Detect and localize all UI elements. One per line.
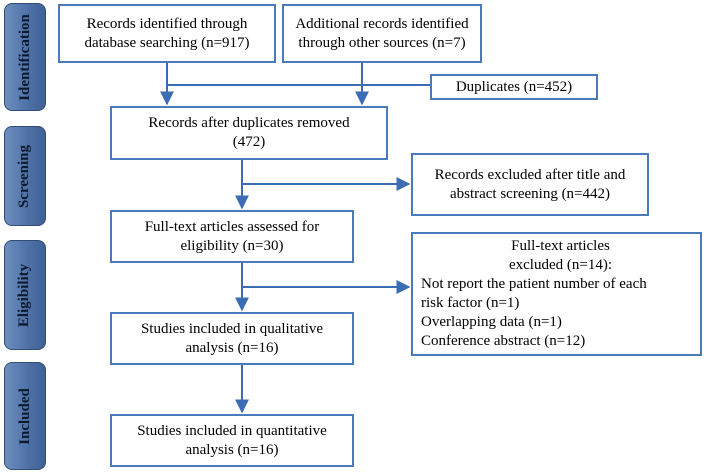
box-other-sources: Additional records identified through ot… bbox=[282, 4, 482, 63]
box-excluded-full-text: Full-text articles excluded (n=14): Not … bbox=[411, 232, 702, 356]
box-full-text-assessed: Full-text articles assessed for eligibil… bbox=[110, 210, 354, 263]
box-qualitative: Studies included in qualitative analysis… bbox=[110, 312, 354, 365]
box-database-records: Records identified through database sear… bbox=[58, 4, 276, 63]
phase-eligibility: Eligibility bbox=[4, 240, 46, 350]
box-excluded-screening: Records excluded after title and abstrac… bbox=[411, 153, 649, 216]
box-duplicates: Duplicates (n=452) bbox=[430, 74, 598, 100]
phase-screening: Screening bbox=[4, 126, 46, 226]
phase-included: Included bbox=[4, 362, 46, 470]
box-quantitative: Studies included in quantitative analysi… bbox=[110, 414, 354, 467]
phase-identification: Identification bbox=[4, 3, 46, 111]
box-after-duplicates: Records after duplicates removed (472) bbox=[110, 106, 388, 160]
